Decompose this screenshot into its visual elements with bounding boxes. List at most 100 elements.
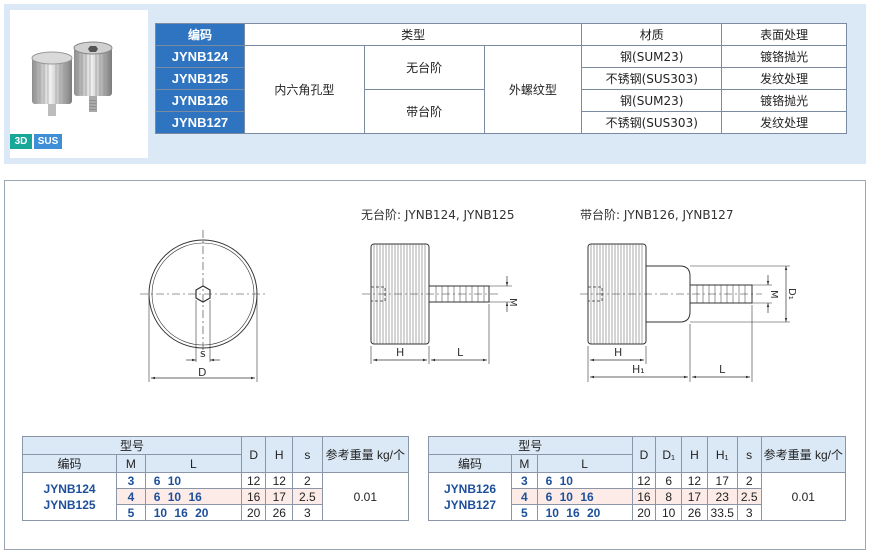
table-a-weight-header: 参考重量 kg/个	[321, 436, 410, 473]
table-b-codes: JYNB126 JYNB127	[427, 472, 513, 521]
cell-m: 5	[511, 504, 538, 521]
table-row: 5 10 16 20 20 10 26 33.5 3	[429, 504, 846, 521]
cell-m: 4	[511, 488, 538, 505]
product-photo	[10, 10, 148, 158]
cell-l: 10 16 20	[536, 504, 633, 521]
cell-h1: 23	[706, 488, 738, 505]
table-row: 4 6 10 16 16 17 2.5	[23, 488, 409, 505]
spec-row: JYNB127 不锈钢(SUS303) 发纹处理	[155, 111, 847, 134]
table-a-code: JYNB124	[43, 481, 96, 496]
title-no-step: 无台阶: JYNB124, JYNB125	[361, 208, 515, 222]
side-view-step	[580, 243, 790, 382]
table-row: 5 10 16 20 20 26 3	[23, 504, 409, 521]
cell-d: 20	[631, 504, 657, 521]
cell-l: 10 16 20	[144, 504, 242, 521]
spec-material: 不锈钢(SUS303)	[581, 67, 723, 90]
cell-weight: 0.01	[760, 472, 847, 521]
dimension-table-step: 型号 D D₁ H H₁ s 参考重量 kg/个 编码 M L JYNB126 …	[427, 436, 847, 521]
cell-h: 12	[681, 472, 708, 489]
cell-s: 2.5	[736, 488, 762, 505]
table-row: JYNB124 JYNB125 3 6 10 12 12 2 0.01	[21, 472, 410, 521]
cell-h1: 17	[706, 472, 738, 489]
label-H: H	[396, 346, 404, 359]
spec-code: JYNB126	[155, 89, 245, 112]
spec-type-sub: 无台阶	[363, 45, 485, 90]
table-a-group-header: 型号	[22, 436, 242, 455]
cell-h: 17	[681, 488, 708, 505]
badge-sus: SUS	[34, 134, 62, 149]
table-a-code-header: 编码	[21, 454, 118, 473]
cell-h1: 33.5	[706, 504, 738, 521]
spec-material: 钢(SUM23)	[581, 89, 723, 112]
label-H-step: H	[614, 346, 622, 359]
cell-weight: 0.01	[321, 472, 410, 521]
spec-finish: 发纹处理	[721, 67, 847, 90]
cell-d: 16	[240, 488, 267, 505]
table-b-col-H: H	[681, 436, 708, 473]
label-H1: H₁	[632, 363, 645, 376]
table-a-col-D: D	[240, 436, 267, 473]
cell-d: 16	[631, 488, 657, 505]
cell-s: 2.5	[292, 488, 323, 505]
table-b-code: JYNB127	[444, 497, 497, 512]
cell-d1: 8	[655, 488, 683, 505]
label-L-step: L	[719, 363, 726, 376]
spec-row: JYNB124 内六角孔型 无台阶 外螺纹型 钢(SUM23) 镀铬抛光	[155, 45, 847, 134]
cell-d1: 10	[655, 504, 683, 521]
spec-finish: 镀铬抛光	[721, 45, 847, 68]
table-a-col-H: H	[265, 436, 294, 473]
cell-s: 2	[736, 472, 762, 489]
cell-l: 6 10	[144, 472, 242, 489]
table-a-col-s: s	[292, 436, 323, 473]
cell-m: 3	[511, 472, 538, 489]
table-b-col-D1: D₁	[655, 436, 683, 473]
label-D1: D₁	[786, 288, 797, 300]
table-a-m-header: M	[116, 454, 146, 473]
table-a-codes: JYNB124 JYNB125	[21, 472, 118, 521]
table-a-l-header: L	[144, 454, 242, 473]
table-b-col-D: D	[631, 436, 657, 473]
table-b-m-header: M	[511, 454, 538, 473]
table-b-code-header: 编码	[427, 454, 513, 473]
table-b-col-s: s	[736, 436, 762, 473]
spec-code: JYNB125	[155, 67, 245, 90]
table-b-weight-header: 参考重量 kg/个	[760, 436, 847, 473]
spec-finish: 镀铬抛光	[721, 89, 847, 112]
spec-type-main: 内六角孔型	[243, 45, 365, 134]
cell-d: 12	[240, 472, 267, 489]
spec-code: JYNB127	[155, 111, 245, 134]
table-b-code: JYNB126	[444, 481, 497, 496]
label-L: L	[457, 346, 464, 359]
spec-code: JYNB124	[155, 45, 245, 68]
table-b-l-header: L	[536, 454, 633, 473]
cell-m: 5	[116, 504, 146, 521]
cell-d: 12	[631, 472, 657, 489]
spec-table: 编码 类型 材质 表面处理 JYNB124 内六角孔型 无台阶 外螺纹型 钢(S…	[155, 23, 847, 134]
cell-d1: 6	[655, 472, 683, 489]
cell-l: 6 10 16	[536, 488, 633, 505]
cell-l: 6 10	[536, 472, 633, 489]
title-step: 带台阶: JYNB126, JYNB127	[580, 208, 734, 222]
cell-s: 3	[292, 504, 323, 521]
cell-s: 3	[736, 504, 762, 521]
dimension-table-no-step: 型号 D H s 参考重量 kg/个 编码 M L JYNB124 JYNB12…	[21, 436, 410, 521]
cell-l: 6 10 16	[144, 488, 242, 505]
spec-header-material: 材质	[581, 23, 723, 46]
hex-socket-icon	[195, 285, 211, 303]
cell-d: 20	[240, 504, 267, 521]
table-a-code: JYNB125	[43, 497, 96, 512]
thumb-screw-photo	[31, 41, 113, 116]
cell-h: 17	[265, 488, 294, 505]
cell-s: 2	[292, 472, 323, 489]
label-D-front: D	[198, 366, 206, 379]
badge-3d: 3D	[10, 134, 32, 149]
spec-row: JYNB125 不锈钢(SUS303) 发纹处理	[155, 67, 847, 90]
table-b-col-H1: H₁	[706, 436, 738, 473]
label-M: M	[507, 298, 518, 307]
spec-material: 不锈钢(SUS303)	[581, 111, 723, 134]
spec-row: JYNB126 带台阶 钢(SUM23) 镀铬抛光	[155, 89, 847, 134]
label-s: s	[200, 347, 206, 360]
technical-drawing: s D H L M	[140, 230, 797, 382]
spec-type-sub: 带台阶	[363, 89, 485, 134]
table-row: JYNB126 JYNB127 3 6 10 12 6 12 17 2 0.01	[427, 472, 847, 521]
